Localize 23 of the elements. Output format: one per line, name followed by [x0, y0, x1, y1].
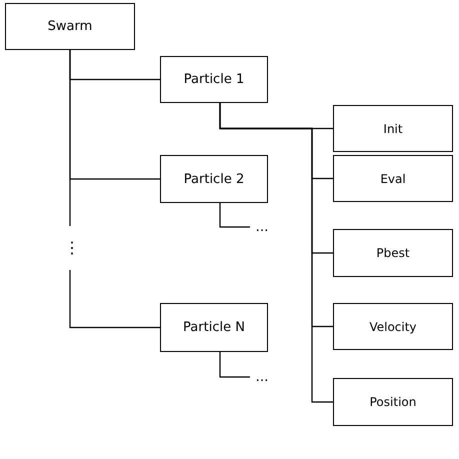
ellipsis: …	[250, 368, 274, 386]
box-label: Pbest	[376, 246, 410, 260]
ellipsis: …	[250, 218, 274, 236]
box-label: Particle N	[183, 320, 245, 335]
box-label: Eval	[380, 172, 406, 186]
process-box	[333, 155, 453, 202]
process-box	[333, 105, 453, 152]
box-label: Velocity	[369, 320, 417, 334]
process-box	[333, 378, 453, 426]
process-box	[333, 229, 453, 277]
box-label: Init	[383, 122, 403, 136]
root-box	[5, 3, 135, 50]
process-box	[160, 56, 268, 103]
process-box	[160, 155, 268, 203]
box-label: Particle 1	[184, 72, 244, 87]
connector-line	[219, 352, 250, 378]
process-box	[333, 303, 453, 350]
box-label: Particle 2	[184, 172, 244, 186]
process-box	[160, 303, 268, 352]
box-label: Swarm	[48, 19, 92, 34]
connector-line	[219, 203, 250, 228]
box-label: Position	[370, 395, 416, 409]
connector-line	[219, 103, 333, 403]
